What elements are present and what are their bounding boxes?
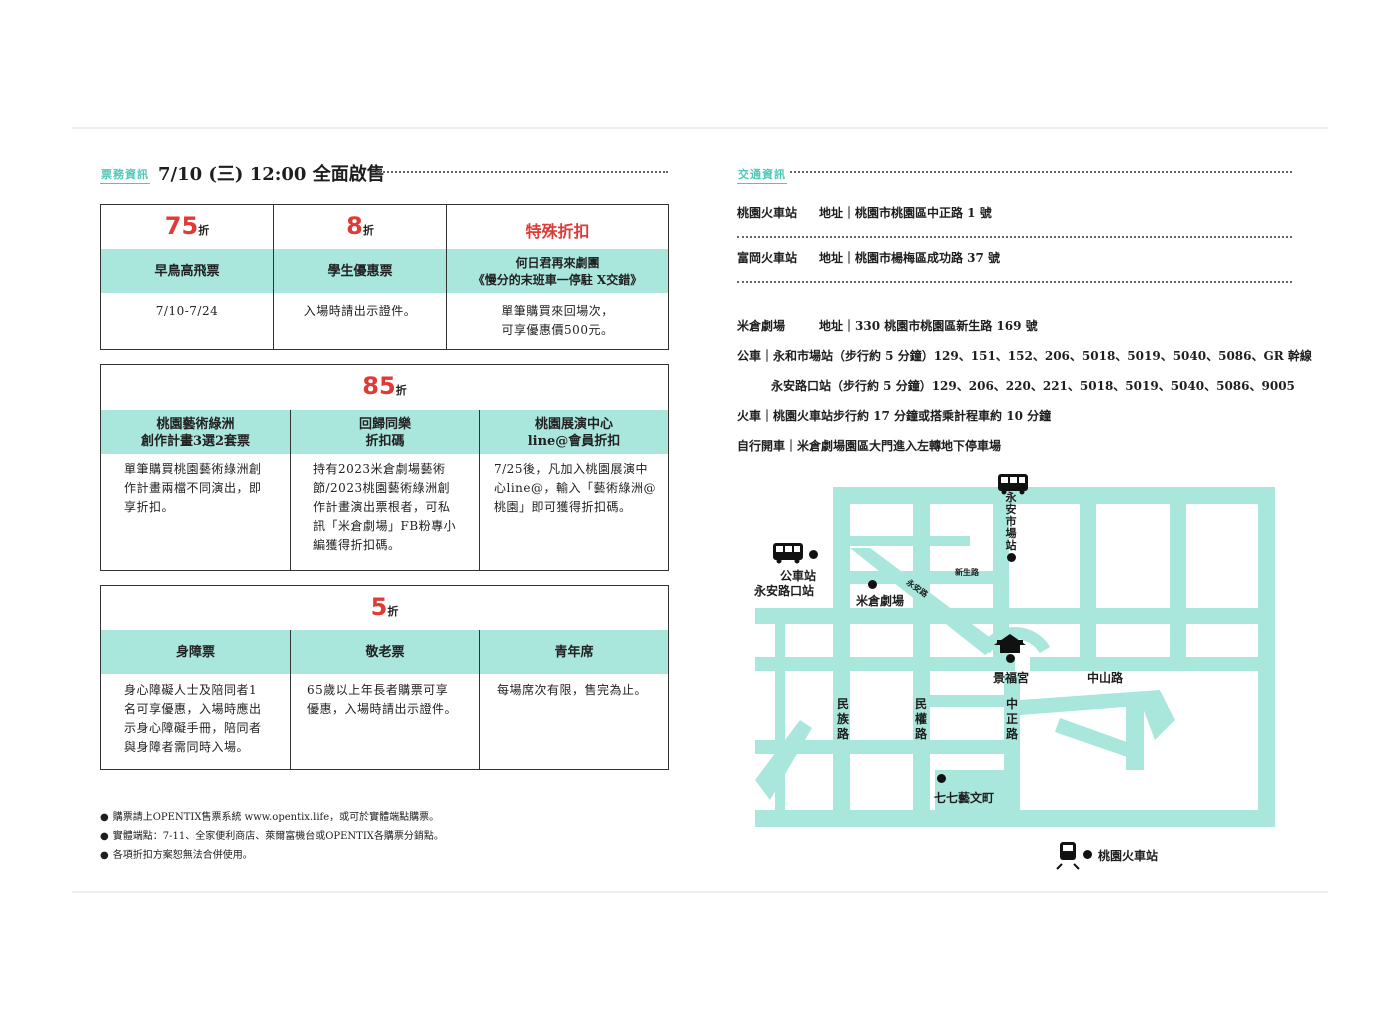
body-special: 單筆購買來回場次， 可享優惠價500元。 [501,304,614,337]
body-line-member: 7/25後，凡加入桃園展演中心line@，輸入「藝術綠洲@桃園」即可獲得折扣碼。 [494,462,657,514]
divider [479,630,480,769]
temple-icon [994,634,1026,653]
discount-box-2 [100,364,669,571]
bus-icon [998,474,1028,495]
map-roads [755,487,1275,827]
dotted-rule [790,171,1292,173]
body-youth: 每場席次有限，售完為止。 [497,683,648,697]
theater-dot [868,580,877,589]
note-item: 各項折扣方案恕無法合併使用。 [100,846,444,865]
train-icon [1056,842,1080,870]
band-3 [101,630,668,674]
bus-line-1: 公車｜永和市場站（步行約 5 分鐘）129、151、152、206、5018、5… [737,349,1312,363]
divider [290,630,291,769]
divider [446,205,447,349]
head-art-oasis: 桃園藝術綠洲創作計畫3選2套票 [140,417,251,449]
train-line: 火車｜桃園火車站步行約 17 分鐘或搭乘計程車約 10 分鐘 [737,409,1052,423]
dotted-rule [737,236,1292,238]
drive-line: 自行開車｜米倉劇場園區大門進入左轉地下停車場 [737,439,1002,453]
station-fugang: 富岡火車站地址｜桃園市楊梅區成功路 37 號 [737,251,1001,265]
top-divider [72,127,1328,129]
bus-icon [773,543,803,564]
discount-85: 85折 [362,372,407,400]
traffic-tag: 交通資訊 [737,166,787,184]
ticket-notes: 購票請上OPENTIX售票系統 www.opentix.life，或可於實體端點… [100,808,444,865]
sale-title: 7/10 (三) 12:00 全面啟售 [158,164,385,185]
discount-75: 75折 [164,212,210,240]
ticket-tag: 票務資訊 [100,166,150,184]
head-youth: 青年席 [554,645,594,660]
band-1 [101,249,668,293]
dotted-rule [376,171,668,173]
station-taoyuan: 桃園火車站地址｜桃園市桃園區中正路 1 號 [737,206,992,220]
temple-dot [1006,654,1015,663]
divider [479,410,480,570]
discount-5: 5折 [370,593,399,621]
body-student: 入場時請出示證件。 [303,304,417,318]
discount-8: 8折 [346,212,374,240]
note-item: 實體端點：7-11、全家便利商店、萊爾富機台或OPENTIX各購票分銷點。 [100,827,444,846]
discount-special: 特殊折扣 [525,222,590,241]
label-zhongshan-road: 中山路 [1087,671,1124,685]
band-2 [101,410,668,454]
station-dot [1083,850,1092,859]
label-yongan-market: 永安市場站 [1005,491,1017,552]
label-theater: 米倉劇場 [856,594,905,608]
body-art-oasis: 單筆購買桃園藝術綠洲創作計畫兩檔不同演出，即享折扣。 [124,462,262,514]
label-xinsheng-road: 新生路 [955,567,979,577]
label-train-station: 桃園火車站 [1098,849,1159,863]
divider [290,410,291,570]
label-qiqi: 七七藝文町 [934,791,995,805]
bus-stop-dot [1007,553,1016,562]
note-item: 購票請上OPENTIX售票系統 www.opentix.life，或可於實體端點… [100,808,444,827]
head-student: 學生優惠票 [327,264,393,279]
label-bus-stop: 公車站 [780,569,817,583]
head-return: 回歸同樂折扣碼 [358,417,411,449]
body-early-bird: 7/10-7/24 [155,304,219,318]
bus-stop-dot [809,550,818,559]
head-special: 何日君再來劇團 《慢分的末班車一停駐 X交錯》 [472,256,643,287]
head-senior: 敬老票 [365,645,405,660]
body-senior: 65歲以上年長者購票可享優惠，入場時請出示證件。 [307,683,458,716]
bus-line-2: 永安路口站（步行約 5 分鐘）129、206、220、221、5018、5019… [771,379,1295,393]
body-return: 持有2023米倉劇場藝術節/2023桃園藝術綠洲創作計畫演出票根者，可私訊「米倉… [313,462,457,552]
divider [273,205,274,349]
qiqi-dot [937,774,946,783]
head-early-bird: 早鳥高飛票 [154,264,220,279]
head-disabled: 身障票 [175,645,215,660]
label-minzu-road: 民族路 [836,697,849,741]
label-minquan-road: 民權路 [914,697,927,741]
bottom-divider [72,891,1328,893]
discount-box-3 [100,585,669,770]
dotted-rule [737,281,1292,283]
discount-box-1 [100,204,669,350]
label-zhongzheng-road: 中正路 [1005,697,1018,741]
label-yongan-junction: 永安路口站 [754,584,815,598]
station-theater: 米倉劇場地址｜330 桃園市桃園區新生路 169 號 [737,319,1038,333]
label-temple: 景福宮 [993,671,1030,685]
